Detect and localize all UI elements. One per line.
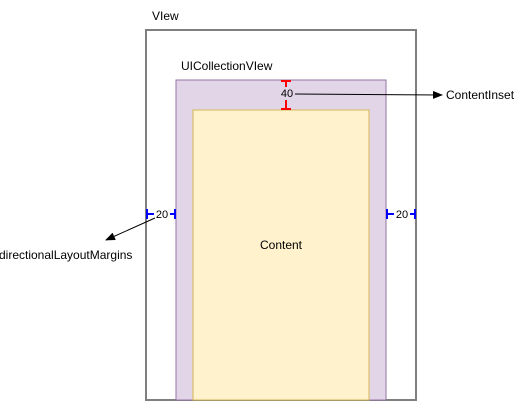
collection-view-label: UICollectionVIew [181, 59, 273, 73]
left-margin-value: 20 [156, 209, 168, 221]
content-inset-arrow [294, 90, 443, 99]
view-label: VIew [152, 9, 179, 23]
content-inset-label: ContentInset [446, 88, 515, 102]
content-area [192, 109, 370, 401]
right-margin-value: 20 [396, 209, 408, 221]
layout-margins-arrow [105, 217, 156, 241]
left-margin-label-bg [154, 208, 170, 221]
top-inset-value: 40 [281, 88, 293, 100]
top-inset-label-bg [279, 87, 295, 100]
right-margin-label-bg [394, 208, 410, 221]
content-label: Content [260, 238, 303, 252]
layout-margins-label: directionalLayoutMargins [0, 248, 132, 262]
